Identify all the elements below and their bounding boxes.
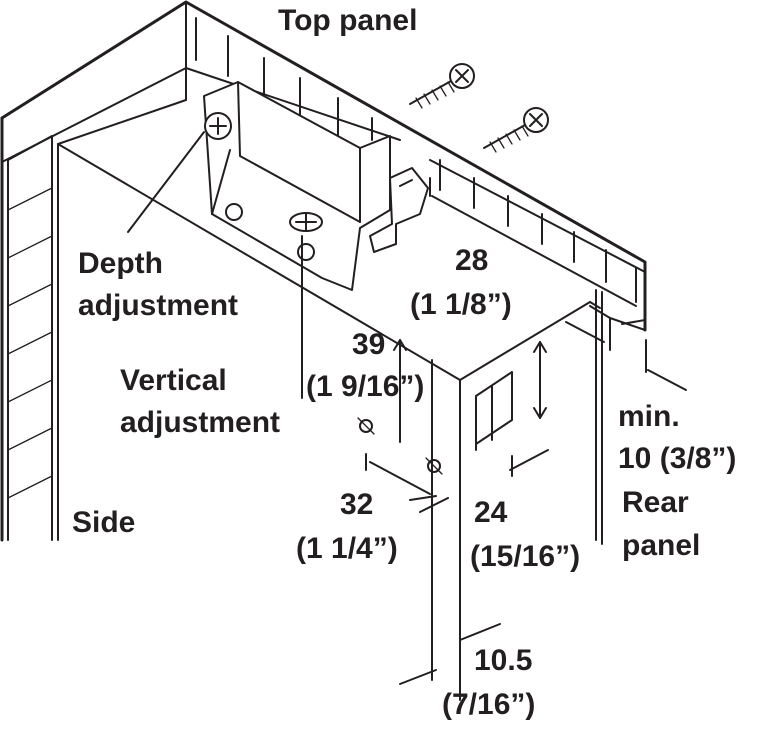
drill-hole-icon [359, 419, 373, 433]
wood-screw-1 [409, 63, 475, 109]
dimension-lines [357, 321, 687, 701]
dim-min-10: 10 (3/8”) [618, 442, 736, 475]
dim-28-inch: (1 1/8”) [410, 288, 512, 321]
bracket-hole-icon [297, 243, 315, 261]
door-panel [431, 289, 603, 681]
dim-32-inch: (1 1/4”) [296, 532, 398, 565]
label-rear-2: panel [622, 529, 700, 562]
wood-screw-2 [483, 107, 549, 153]
side-panel [0, 99, 461, 542]
dim-32: 32 [340, 488, 373, 521]
dim-min-label: min. [618, 400, 680, 433]
top-panel [0, 0, 647, 351]
bracket-hole-icon [225, 203, 243, 221]
label-rear-1: Rear [622, 486, 689, 519]
label-top-panel: Top panel [278, 4, 417, 37]
dim-39-inch: (1 9/16”) [306, 370, 424, 403]
hinge-bracket [203, 81, 429, 291]
label-depth-2: adjustment [78, 289, 238, 322]
label-vertical-2: adjustment [120, 406, 280, 439]
label-vertical-1: Vertical [120, 364, 227, 397]
leader-lines [127, 131, 303, 399]
dim-24: 24 [474, 496, 508, 529]
dim-10-5: 10.5 [474, 644, 532, 677]
label-side: Side [72, 506, 135, 539]
diagram-labels: Top panel Side Rear panel Depth adjustme… [72, 4, 736, 721]
label-depth-1: Depth [78, 247, 163, 280]
dim-28: 28 [455, 244, 488, 277]
dim-24-inch: (15/16”) [470, 540, 580, 573]
dim-39: 39 [352, 328, 385, 361]
dim-10-5-inch: (7/16”) [442, 688, 535, 721]
drill-hole-icon [427, 459, 441, 473]
